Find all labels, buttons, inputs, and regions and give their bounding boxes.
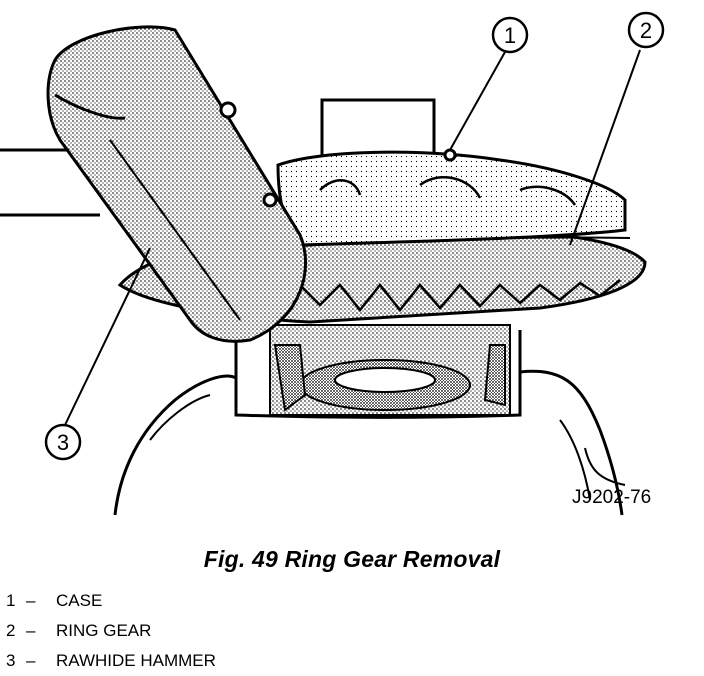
leader-lines bbox=[64, 49, 641, 486]
legend-number: 1 bbox=[6, 591, 16, 610]
legend-item: 3– RAWHIDE HAMMER bbox=[6, 646, 216, 676]
figure-code-leader bbox=[584, 447, 626, 486]
rawhide-hammer bbox=[0, 25, 308, 343]
legend-label: CASE bbox=[56, 591, 103, 610]
leader-line-1 bbox=[449, 51, 506, 151]
callout-3-number: 3 bbox=[57, 430, 69, 455]
legend-item: 2– RING GEAR bbox=[6, 616, 216, 646]
legend-number: 3 bbox=[6, 651, 16, 670]
legend-dash: – bbox=[26, 591, 36, 610]
callout-2-number: 2 bbox=[640, 18, 652, 43]
leader-line-3 bbox=[64, 247, 151, 426]
differential-gears bbox=[269, 324, 511, 416]
differential-case bbox=[276, 98, 627, 247]
legend-dash: – bbox=[26, 621, 36, 640]
legend-item: 1– CASE bbox=[6, 586, 216, 616]
legend-label: RING GEAR bbox=[56, 621, 152, 640]
callout-3: 3 bbox=[44, 423, 82, 461]
callout-1-number: 1 bbox=[504, 23, 516, 48]
legend: 1–CASE 2–RING GEAR 3–RAWHIDE HAMMER bbox=[6, 586, 216, 676]
callout-1: 1 bbox=[491, 16, 529, 54]
legend-label: RAWHIDE HAMMER bbox=[56, 651, 216, 670]
legend-dash: – bbox=[26, 651, 36, 670]
legend-number: 2 bbox=[6, 621, 16, 640]
vise-base bbox=[113, 330, 624, 516]
ring-gear-removal-illustration: 1 2 3 J9202-76 bbox=[0, 11, 665, 516]
leader-line-2 bbox=[569, 49, 641, 246]
callout-2: 2 bbox=[627, 11, 665, 49]
figure-caption: Fig. 49 Ring Gear Removal bbox=[203, 546, 501, 572]
figure-code: J9202-76 bbox=[572, 487, 651, 508]
